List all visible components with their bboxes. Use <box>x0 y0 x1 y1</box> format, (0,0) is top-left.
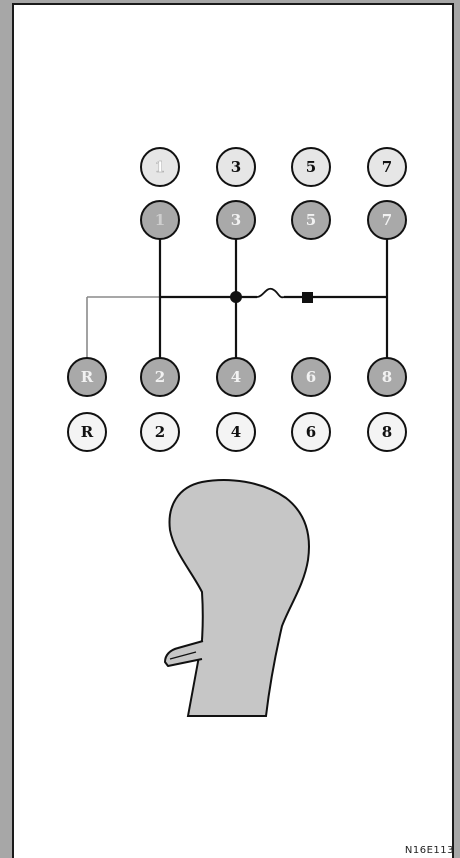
gear-lever-knob-icon <box>168 479 310 717</box>
neutral-dot-junction <box>230 291 242 303</box>
gear-label: 6 <box>306 368 316 386</box>
gear-label: 1 <box>155 211 165 229</box>
gear-circle-3-light: 3 <box>216 147 256 187</box>
top-row-upper: 1 3 5 7 <box>140 147 407 187</box>
gear-label: 5 <box>306 158 316 176</box>
gear-label: 8 <box>382 423 392 441</box>
knob-body <box>168 479 310 717</box>
gear-label: 3 <box>231 211 241 229</box>
gear-label: 6 <box>306 423 316 441</box>
gear-label: R <box>81 423 94 441</box>
gear-label: 3 <box>231 158 241 176</box>
gear-circle-3-dark: 3 <box>216 200 256 240</box>
gear-circle-5-light: 5 <box>291 147 331 187</box>
gear-circle-6-light: 6 <box>291 412 331 452</box>
gear-circle-r-dark: R <box>67 357 107 397</box>
figure-code: N16E113 <box>404 845 454 856</box>
gear-label: 2 <box>155 423 165 441</box>
gear-label: 7 <box>382 158 392 176</box>
neutral-square-marker <box>302 292 313 303</box>
gear-circle-1-dark: 1 <box>140 200 180 240</box>
gear-circle-r-light: R <box>67 412 107 452</box>
gear-label: R <box>81 368 94 386</box>
bottom-row-lower: R 2 4 6 8 <box>67 412 407 452</box>
gear-label: 7 <box>382 211 392 229</box>
gear-circle-7-light: 7 <box>367 147 407 187</box>
shift-gate-lines <box>86 232 389 362</box>
gear-label: 2 <box>155 368 165 386</box>
gear-label: 8 <box>382 368 392 386</box>
gear-label: 5 <box>306 211 316 229</box>
gear-circle-6-dark: 6 <box>291 357 331 397</box>
bottom-row-upper: R 2 4 6 8 <box>67 357 407 397</box>
gear-circle-1-light: 1 <box>140 147 180 187</box>
gear-circle-8-dark: 8 <box>367 357 407 397</box>
gear-label: 4 <box>231 423 241 441</box>
gear-circle-8-light: 8 <box>367 412 407 452</box>
range-selector-switch-icon <box>164 640 204 667</box>
gear-circle-4-light: 4 <box>216 412 256 452</box>
gear-circle-5-dark: 5 <box>291 200 331 240</box>
gear-circle-2-dark: 2 <box>140 357 180 397</box>
gear-label: 4 <box>231 368 241 386</box>
top-row-lower: 1 3 5 7 <box>140 200 407 240</box>
gear-label: 1 <box>155 158 165 176</box>
range-switch-tab <box>164 640 204 667</box>
gear-circle-4-dark: 4 <box>216 357 256 397</box>
gear-circle-2-light: 2 <box>140 412 180 452</box>
range-switch-wave <box>256 287 285 299</box>
gear-circle-7-dark: 7 <box>367 200 407 240</box>
